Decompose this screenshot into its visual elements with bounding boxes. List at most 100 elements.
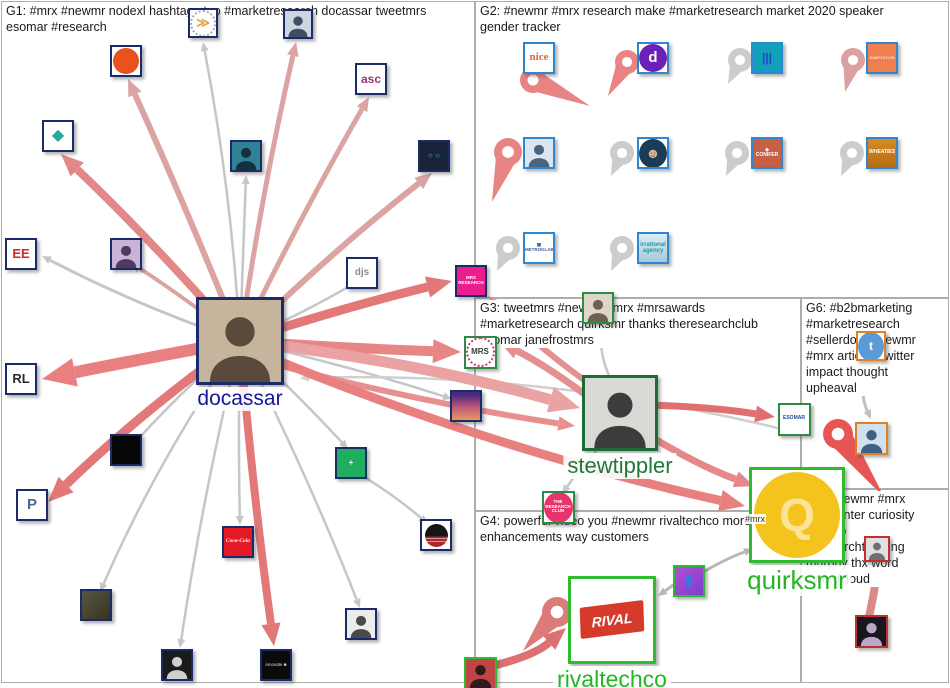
node-military-photo[interactable] xyxy=(80,589,112,621)
edge-arrowhead xyxy=(658,587,668,596)
node-samplecon[interactable]: SAMPLECON xyxy=(866,42,898,74)
node-suit-man[interactable] xyxy=(283,9,313,39)
cube-logo: ◆ xyxy=(51,126,65,144)
person-icon xyxy=(115,245,137,268)
node-quirksmr[interactable]: Q xyxy=(749,467,845,563)
node-rivaltechco[interactable]: RIVAL xyxy=(568,576,656,664)
person-icon xyxy=(594,392,646,448)
node-raypoynter[interactable] xyxy=(864,536,890,562)
edge-arrowhead xyxy=(177,638,186,648)
node-green-cube[interactable]: ◆ xyxy=(42,120,74,152)
node-p-logo[interactable]: P xyxy=(16,489,48,521)
node-g6-avatar[interactable] xyxy=(854,421,888,455)
graph-edge xyxy=(699,550,746,576)
edge-arrowhead xyxy=(557,416,575,431)
node-asc[interactable]: asc xyxy=(355,63,387,95)
metroklab-logo: ▦ METROKLAB xyxy=(525,242,554,252)
self-loop-hole xyxy=(616,242,628,254)
node-woman-g3[interactable] xyxy=(582,292,614,324)
wheaties-logo: WHEATIES xyxy=(868,149,896,156)
phone-figure-logo: ▮ xyxy=(684,572,694,590)
node-pink-mrx[interactable]: MRX RESEARCH xyxy=(455,265,487,297)
graph-edge xyxy=(649,401,757,418)
self-loop-hole xyxy=(621,56,633,68)
p-logo: P xyxy=(26,496,37,514)
person-icon xyxy=(860,429,882,453)
person-icon xyxy=(166,656,188,679)
group-box-g2 xyxy=(475,1,949,298)
node-wheaties[interactable]: WHEATIES xyxy=(866,137,898,169)
d-circle-logo: d xyxy=(639,44,667,72)
green-square-logo: + xyxy=(348,457,354,467)
circles-logo: ○ ○ xyxy=(428,150,440,160)
edge-arrowhead xyxy=(128,79,142,98)
node-phone-logo[interactable]: ▮ xyxy=(673,565,705,597)
group-label-g4: G4: powerful video you #newmr rivaltechc… xyxy=(478,513,800,545)
striped-circle-logo xyxy=(424,523,448,547)
conifer-logo: ◈ CONIFER xyxy=(755,146,779,158)
blue-circle-icon: t xyxy=(858,333,884,359)
node-metroklab[interactable]: ▦ METROKLAB xyxy=(523,232,555,264)
node-sunset-photo[interactable] xyxy=(450,390,482,422)
edge-arrowhead xyxy=(542,628,566,650)
node-docassar[interactable] xyxy=(196,297,284,385)
node-rl[interactable]: RL xyxy=(5,363,37,395)
edge-arrowhead xyxy=(42,358,78,387)
group-label-g2: G2: #newmr #mrx research make #marketres… xyxy=(478,3,902,35)
self-loop-hole xyxy=(502,146,514,158)
node-innovate[interactable]: innovate ■ xyxy=(260,649,292,681)
node-label-stewtippler: stewtippler xyxy=(563,453,677,479)
node-irrational-agency[interactable]: irrational agency xyxy=(637,232,669,264)
node-three-logo[interactable]: ○ ○ xyxy=(418,140,450,172)
pink-research-logo: MRX RESEARCH xyxy=(458,275,484,285)
graph-edge xyxy=(239,335,552,405)
node-esomar[interactable]: ESOMAR xyxy=(777,402,811,436)
node-orange-logo[interactable] xyxy=(110,45,142,77)
node-black-red-circle[interactable] xyxy=(420,519,452,551)
spiral-arrows-icon: ≫ xyxy=(190,10,216,36)
asc-logo: asc xyxy=(360,71,382,86)
edge-arrowhead xyxy=(546,386,580,413)
node-nodexl-spiral[interactable]: ≫ xyxy=(188,8,218,38)
node-ee-research[interactable]: EE xyxy=(5,238,37,270)
node-stewtippler[interactable] xyxy=(582,375,658,451)
graph-edge xyxy=(238,340,722,505)
node-hand-logo[interactable]: ||| xyxy=(751,42,783,74)
rival-banner-logo: RIVAL xyxy=(579,600,645,640)
person-icon xyxy=(528,144,550,167)
self-loop-hole xyxy=(502,242,514,254)
mrs-dots-logo: MRS xyxy=(465,337,495,367)
node-mustache-man[interactable] xyxy=(345,608,377,640)
irrational-agency-logo: irrational agency xyxy=(640,241,666,254)
node-couple-photo[interactable] xyxy=(463,656,497,688)
node-murphy[interactable] xyxy=(854,614,888,648)
node-g6-blue-icon[interactable]: t xyxy=(856,331,886,361)
self-loop-hole xyxy=(846,147,858,159)
node-green-square[interactable]: + xyxy=(335,447,367,479)
node-nice[interactable]: nice xyxy=(523,42,555,74)
node-mrs[interactable]: MRS xyxy=(463,335,497,369)
node-man-tie[interactable] xyxy=(523,137,555,169)
person-avatar: ☻ xyxy=(639,139,667,167)
node-research-club[interactable]: THE RESEARCH CLUB xyxy=(541,490,575,524)
node-dark-shirt-man[interactable] xyxy=(230,140,262,172)
innovate-logo: innovate ■ xyxy=(265,661,287,667)
node-black-square[interactable] xyxy=(110,434,142,466)
person-icon xyxy=(235,147,257,170)
self-loop-hole xyxy=(847,54,859,66)
edge-arrowhead xyxy=(261,622,281,646)
node-woman-g1[interactable] xyxy=(110,238,142,270)
node-coca-cola[interactable]: Coca-Cola xyxy=(222,526,254,558)
edge-arrowhead xyxy=(61,154,84,177)
node-hand-face-man[interactable] xyxy=(161,649,193,681)
rl-logo: RL xyxy=(12,371,30,387)
node-circle-man[interactable]: ☻ xyxy=(637,137,669,169)
person-icon xyxy=(288,16,308,37)
node-djs[interactable]: djs xyxy=(346,257,378,289)
nice-logo: nice xyxy=(529,51,549,64)
node-d-logo[interactable]: d xyxy=(637,42,669,74)
node-conifer[interactable]: ◈ CONIFER xyxy=(751,137,783,169)
edge-arrowhead xyxy=(732,471,754,488)
node-label-quirksmr: quirksmr xyxy=(743,565,851,596)
